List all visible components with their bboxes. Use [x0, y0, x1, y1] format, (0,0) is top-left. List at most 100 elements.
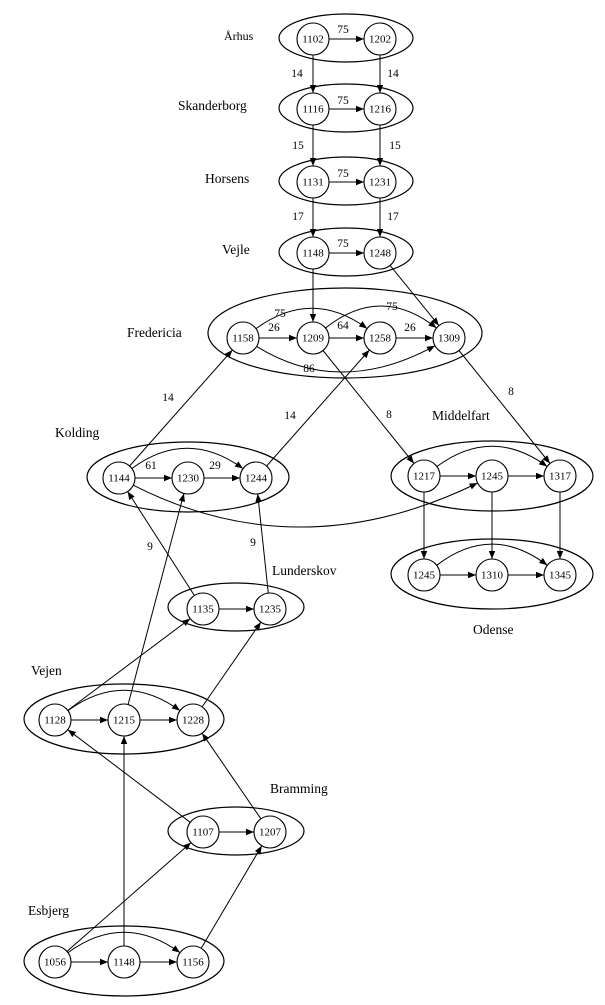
node-label: 1228 — [182, 715, 205, 727]
node-label: 1158 — [232, 333, 254, 345]
edge-b1107-vj1128 — [67, 729, 191, 823]
node-f1209: 1209 — [296, 321, 330, 355]
node-label: 1102 — [302, 34, 324, 46]
edge-vj1128-l1135 — [67, 618, 191, 711]
edge-label-f1158-f1258: 75 — [274, 308, 286, 320]
station-vejen-label: Vejen — [31, 663, 62, 678]
edge-f1158-f1258 — [255, 307, 368, 330]
station-esbjerg-label: Esbjerg — [28, 903, 69, 918]
station-lunderskov-boundary — [167, 582, 305, 632]
node-l1235: 1235 — [253, 592, 287, 626]
edge-label-h1131-h1231: 75 — [337, 168, 349, 180]
node-circle — [239, 461, 273, 495]
edge-m1217-m1317 — [436, 445, 548, 467]
station-horsens-label: Horsens — [205, 171, 249, 186]
station-kolding-label: Kolding — [55, 425, 100, 440]
node-label: 1056 — [44, 957, 67, 969]
node-circle — [107, 945, 141, 979]
node-circle — [296, 321, 330, 355]
node-circle — [407, 558, 441, 592]
node-circle — [253, 592, 287, 626]
station-skanderborg-boundary — [278, 83, 414, 133]
edge-e1156-b1207 — [200, 845, 263, 949]
edge-b1207-vj1228 — [201, 732, 262, 820]
node-circle — [363, 236, 397, 270]
node-circle — [296, 165, 330, 199]
node-circle — [407, 459, 441, 493]
node-label: 1107 — [192, 827, 214, 839]
node-circle — [363, 165, 397, 199]
station-horsens-boundary — [278, 156, 414, 206]
node-circle — [363, 321, 397, 355]
node-circle — [176, 945, 210, 979]
node-h1231: 1231 — [363, 165, 397, 199]
node-circle — [296, 236, 330, 270]
node-label: 1202 — [369, 34, 391, 46]
edge-vj1128-vj1228 — [67, 689, 181, 712]
node-m1217: 1217 — [407, 459, 441, 493]
node-v1148: 1148 — [296, 236, 330, 270]
node-circle — [186, 815, 220, 849]
node-label: 1317 — [549, 471, 572, 483]
edge-label-f1158-f1309: 86 — [303, 363, 315, 375]
edge-label-a1102-s1116: 14 — [291, 68, 303, 80]
node-label: 1148 — [113, 957, 135, 969]
node-label: 1230 — [177, 473, 200, 485]
node-circle — [296, 22, 330, 56]
edge-l1235-k1244 — [255, 493, 269, 594]
edge-label-l1135-k1144: 9 — [147, 541, 153, 553]
node-f1258: 1258 — [363, 321, 397, 355]
node-label: 1144 — [108, 473, 130, 485]
station-kolding-boundary — [86, 441, 290, 513]
station-odense-label: Odense — [473, 622, 514, 637]
node-label: 1209 — [302, 333, 325, 345]
edge-label-k1144-f1158: 14 — [162, 392, 174, 404]
node-vj1215: 1215 — [107, 703, 141, 737]
node-label: 1156 — [182, 957, 204, 969]
node-s1216: 1216 — [363, 92, 397, 126]
node-circle — [475, 558, 509, 592]
station-bramming-boundary — [167, 806, 305, 856]
node-m1317: 1317 — [543, 459, 577, 493]
node-h1131: 1131 — [296, 165, 330, 199]
node-label: 1207 — [259, 827, 282, 839]
node-circle — [543, 459, 577, 493]
station-lunderskov-label: Lunderskov — [272, 563, 337, 578]
edge-label-h1131-v1148: 17 — [292, 211, 304, 223]
node-e1056: 1056 — [38, 945, 72, 979]
node-circle — [363, 92, 397, 126]
edge-f1209-m1217 — [322, 350, 415, 464]
edge-k1144-k1244 — [131, 447, 244, 470]
node-f1309: 1309 — [432, 321, 466, 355]
node-v1248: 1248 — [363, 236, 397, 270]
edge-f1209-f1309 — [325, 305, 437, 329]
node-a1102: 1102 — [296, 22, 330, 56]
station-aarhus-label: Århus — [224, 29, 254, 43]
edge-o1245-o1345 — [436, 543, 548, 566]
node-b1107: 1107 — [186, 815, 220, 849]
edge-f1309-m1317 — [458, 350, 551, 464]
node-label: 1216 — [369, 104, 392, 116]
edge-label-k1244-f1258: 14 — [284, 410, 296, 422]
node-label: 1245 — [413, 570, 436, 582]
node-circle — [107, 703, 141, 737]
node-label: 1309 — [438, 333, 461, 345]
node-label: 1244 — [245, 473, 268, 485]
node-label: 1258 — [369, 333, 392, 345]
edge-label-f1209-m1217: 8 — [386, 409, 392, 421]
node-circle — [186, 592, 220, 626]
node-o1245: 1245 — [407, 558, 441, 592]
node-circle — [296, 92, 330, 126]
node-vj1128: 1128 — [38, 703, 72, 737]
edge-f1158-f1309 — [256, 345, 436, 373]
node-l1135: 1135 — [186, 592, 220, 626]
node-o1345: 1345 — [543, 558, 577, 592]
node-circle — [38, 703, 72, 737]
node-e1148: 1148 — [107, 945, 141, 979]
edge-label-a1102-a1202: 75 — [337, 24, 349, 36]
edge-label-s1116-h1131: 15 — [292, 140, 304, 152]
node-circle — [226, 321, 260, 355]
node-o1310: 1310 — [475, 558, 509, 592]
edge-label-k1230-k1244: 29 — [209, 460, 221, 472]
node-circle — [102, 461, 136, 495]
